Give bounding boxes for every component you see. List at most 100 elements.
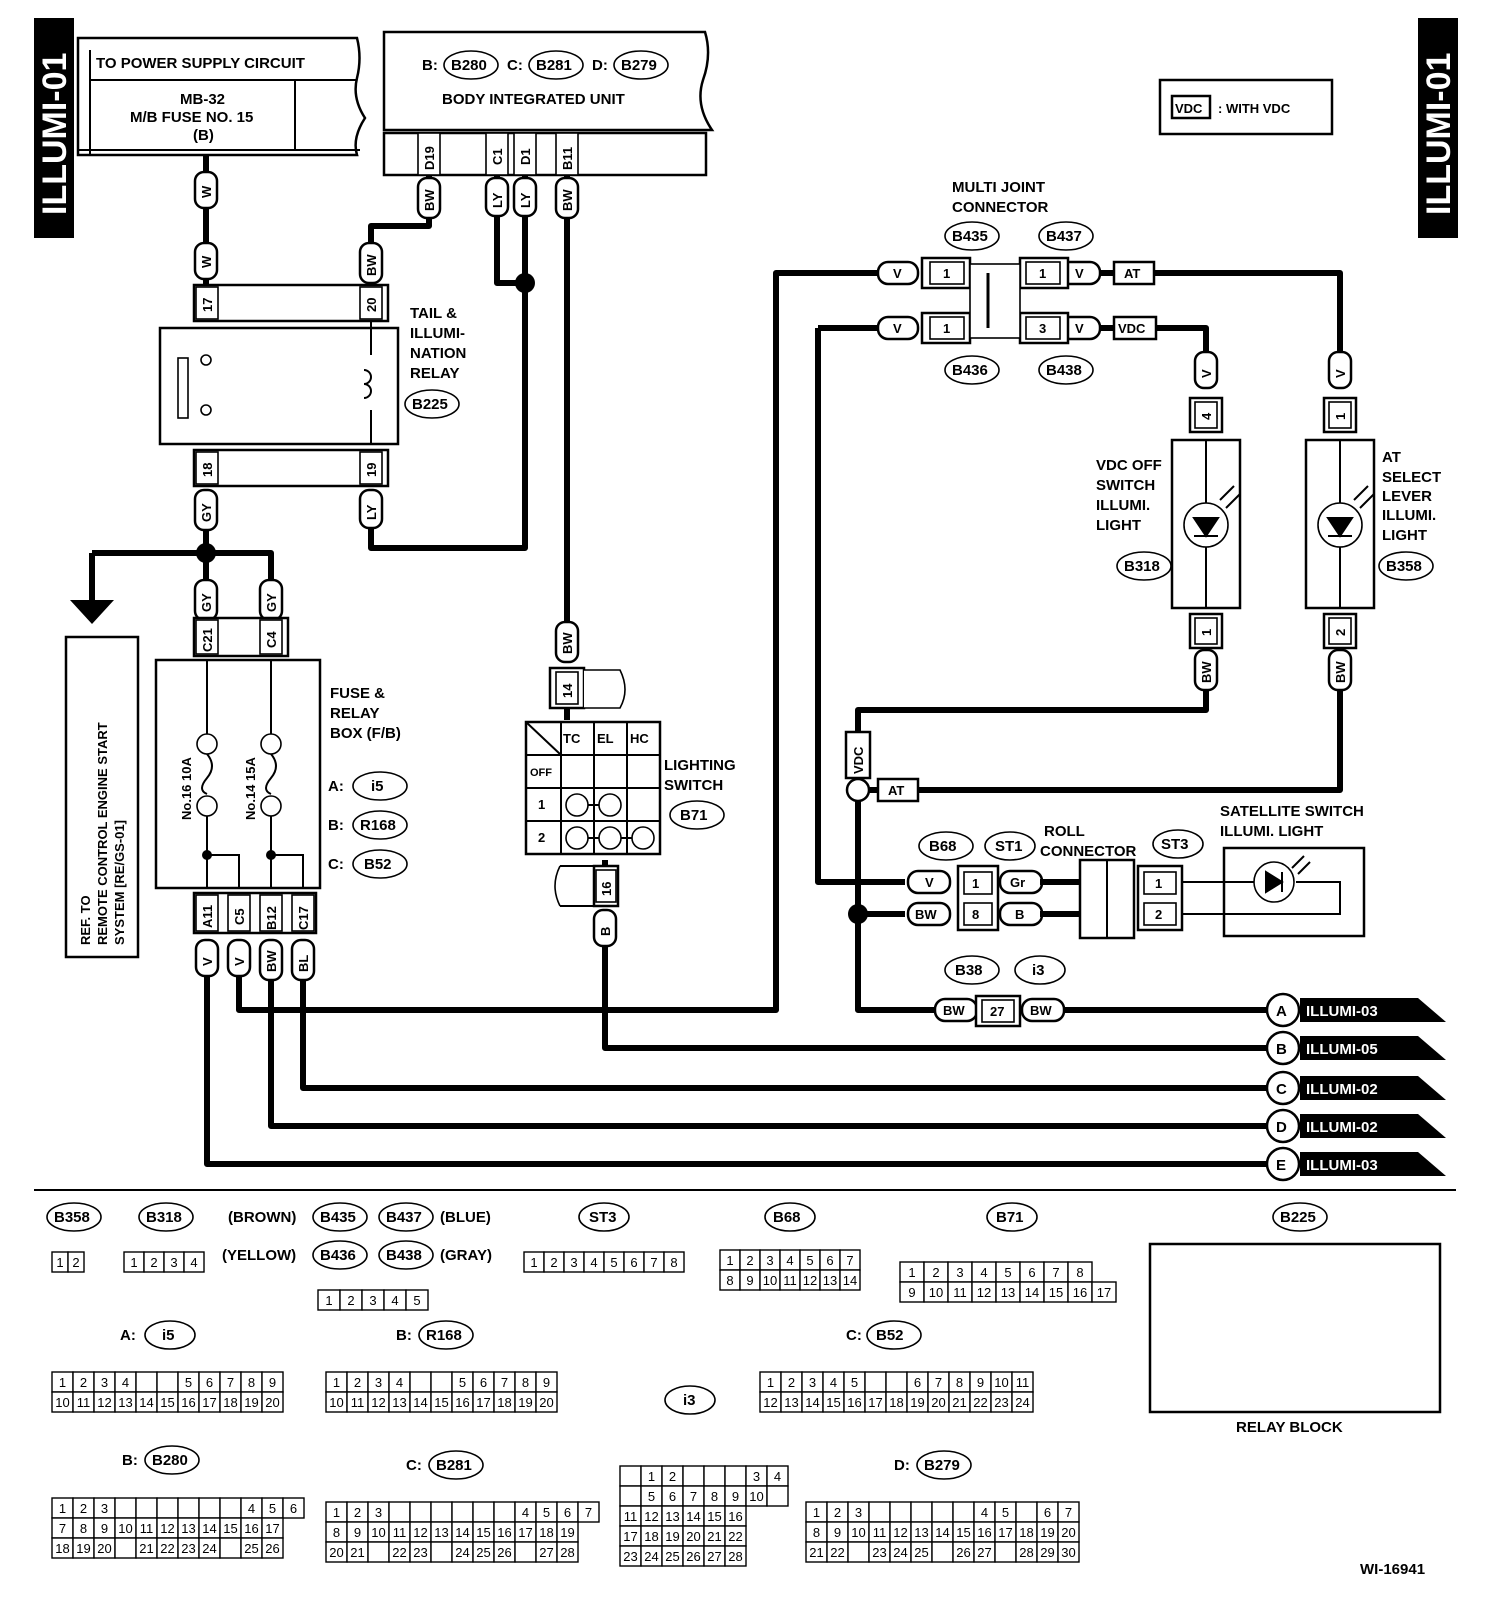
pin-cell (1057, 1541, 1080, 1563)
pin-number: 28 (560, 1545, 574, 1560)
svg-text:R168: R168 (426, 1327, 462, 1344)
pin-number: 23 (413, 1545, 427, 1560)
svg-text:B:: B: (396, 1327, 412, 1344)
wire-tag: BW (1327, 648, 1353, 692)
svg-text:GY: GY (199, 503, 214, 522)
pin-cell (135, 1371, 158, 1393)
svg-text:B:: B: (122, 1452, 138, 1469)
pin-cell (1011, 1391, 1034, 1413)
pin-number: 14 (413, 1395, 427, 1410)
pin-number: 18 (539, 1525, 553, 1540)
svg-text:B68: B68 (773, 1209, 801, 1226)
pin-number: 26 (265, 1541, 279, 1556)
pin-number: 5 (413, 1293, 420, 1308)
roll-connector: B68 ST1 ROLL CONNECTOR ST3 1 8 1 2 (918, 823, 1204, 940)
pin-number: 1 (648, 1469, 655, 1484)
pin-number: 27 (977, 1545, 991, 1560)
svg-text:B68: B68 (929, 838, 957, 855)
pin-number: 1 (333, 1505, 340, 1520)
pin-number: 19 (910, 1395, 924, 1410)
pin-number: 17 (623, 1529, 637, 1544)
svg-text:CONNECTOR: CONNECTOR (952, 199, 1049, 216)
pin-number: 10 (55, 1395, 69, 1410)
svg-text:1: 1 (1199, 629, 1214, 636)
wire-tag: VDC (844, 730, 872, 780)
pin-number: 17 (202, 1395, 216, 1410)
pin-number: 15 (707, 1509, 721, 1524)
vdc-legend: VDC : WITH VDC (1158, 78, 1334, 136)
svg-text:A:: A: (120, 1327, 136, 1344)
pin-number: 2 (354, 1505, 361, 1520)
pin-number: 13 (392, 1395, 406, 1410)
svg-text:VDC OFF: VDC OFF (1096, 457, 1162, 474)
svg-text:AT: AT (1382, 449, 1401, 466)
svg-text:ILLUMI-03: ILLUMI-03 (1306, 1003, 1378, 1020)
vdc-off-switch-light: 4 1 VDC OFF SWITCH ILLUMI. LIGHT B318 (1096, 396, 1242, 650)
pin-number: 7 (227, 1375, 234, 1390)
pin-number: 18 (497, 1395, 511, 1410)
joint-connector: B38 i3 27 (944, 955, 1066, 1028)
pin-number: 12 (893, 1525, 907, 1540)
svg-text:3: 3 (1039, 321, 1046, 336)
pin-cell (493, 1501, 516, 1523)
pin-number: 20 (686, 1529, 700, 1544)
svg-text:VDC: VDC (1175, 101, 1203, 116)
svg-text:TAIL &: TAIL & (410, 305, 457, 322)
pin-number: 16 (181, 1395, 195, 1410)
pin-number: 3 (753, 1469, 760, 1484)
pin-cell (261, 1537, 284, 1559)
pin-cell (724, 1465, 747, 1487)
svg-text:1: 1 (1333, 413, 1348, 420)
pin-cell (766, 1485, 789, 1507)
pin-number: 13 (434, 1525, 448, 1540)
pin-number: 17 (265, 1521, 279, 1536)
pin-number: 7 (935, 1375, 942, 1390)
svg-text:V: V (1199, 369, 1214, 378)
pin-number: 8 (670, 1255, 677, 1270)
pin-number: 6 (564, 1505, 571, 1520)
pin-number: 12 (763, 1395, 777, 1410)
pin-number: 12 (413, 1525, 427, 1540)
svg-text:B:: B: (422, 57, 438, 74)
svg-text:BW: BW (364, 254, 379, 276)
svg-text:B52: B52 (876, 1327, 904, 1344)
svg-text:RELAY: RELAY (330, 705, 379, 722)
pin-number: 28 (728, 1549, 742, 1564)
svg-text:D:: D: (894, 1457, 910, 1474)
svg-text:16: 16 (599, 882, 614, 896)
pin-cell (724, 1545, 747, 1567)
pin-number: 11 (783, 1273, 797, 1288)
pin-number: 21 (952, 1395, 966, 1410)
pin-number: 5 (648, 1489, 655, 1504)
svg-text:ILLUMI-02: ILLUMI-02 (1306, 1119, 1378, 1136)
pin-number: 25 (914, 1545, 928, 1560)
svg-text:14: 14 (560, 683, 575, 698)
svg-text:ST1: ST1 (995, 838, 1023, 855)
pin-number: 19 (560, 1525, 574, 1540)
pin-cell (135, 1497, 158, 1519)
pin-number: 23 (994, 1395, 1008, 1410)
pin-number: 8 (956, 1375, 963, 1390)
pin-number: 7 (59, 1521, 66, 1536)
pin-number: 20 (1061, 1525, 1075, 1540)
svg-text:(GRAY): (GRAY) (440, 1247, 492, 1264)
pin-number: 23 (623, 1549, 637, 1564)
wire-tag: GY (193, 488, 219, 532)
pin-number: 3 (375, 1375, 382, 1390)
pin-number: 19 (1040, 1525, 1054, 1540)
svg-text:B436: B436 (320, 1247, 356, 1264)
svg-text:LIGHT: LIGHT (1096, 517, 1141, 534)
svg-text:LIGHTING: LIGHTING (664, 757, 736, 774)
pin-number: 4 (391, 1293, 398, 1308)
pin-cell (409, 1501, 432, 1523)
pin-number: 10 (371, 1525, 385, 1540)
pin-number: 4 (981, 1505, 988, 1520)
pin-number: 4 (590, 1255, 597, 1270)
pin-number: 21 (707, 1529, 721, 1544)
pin-number: 1 (325, 1293, 332, 1308)
svg-text:8: 8 (972, 907, 979, 922)
svg-text:BW: BW (1333, 661, 1348, 683)
pin-cell (994, 1541, 1017, 1563)
pin-number: 8 (813, 1525, 820, 1540)
pin-cell (535, 1391, 558, 1413)
